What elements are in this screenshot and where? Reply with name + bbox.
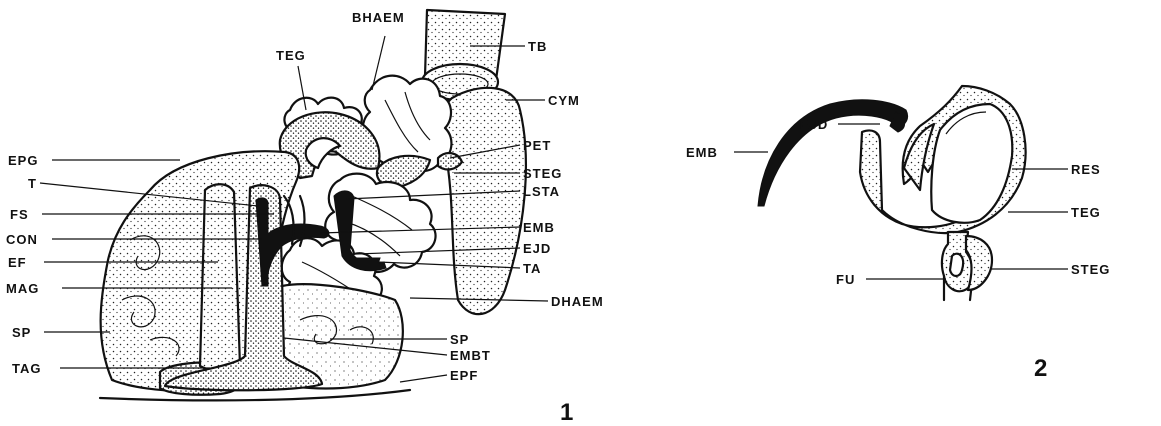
label-fig2-steg: STEG — [1071, 262, 1110, 277]
label-dhaem: DHAEM — [551, 294, 604, 309]
figure-1: TB BHAEM TEG CYM PET EPG STEG T LSTA FS … — [6, 10, 604, 426]
fig2-embolus-shape — [758, 100, 908, 206]
median-stem-shape — [200, 184, 240, 370]
base-line-shape — [100, 390, 410, 400]
label-con: CON — [6, 232, 38, 247]
label-fig2-teg: TEG — [1071, 205, 1101, 220]
label-teg: TEG — [276, 48, 306, 63]
label-emb: EMB — [523, 220, 555, 235]
label-lsta: LSTA — [523, 184, 560, 199]
label-cym: CYM — [548, 93, 580, 108]
figure-1-number: 1 — [560, 399, 573, 426]
label-sp-right: SP — [450, 332, 469, 347]
label-bhaem: BHAEM — [352, 10, 405, 25]
label-ef: EF — [8, 255, 27, 270]
label-fig2-res: RES — [1071, 162, 1101, 177]
label-fig2-ejd: EJD — [800, 117, 828, 132]
label-steg: STEG — [523, 166, 562, 181]
label-tag: TAG — [12, 361, 41, 376]
cymbium-shape — [442, 88, 526, 314]
label-mag: MAG — [6, 281, 39, 296]
label-embt: EMBT — [450, 348, 491, 363]
figure-2-number: 2 — [1034, 355, 1047, 382]
label-pet: PET — [523, 138, 551, 153]
label-fig2-fu: FU — [836, 272, 855, 287]
label-t: T — [28, 176, 37, 191]
label-epg: EPG — [8, 153, 38, 168]
label-sp-left: SP — [12, 325, 31, 340]
label-epf: EPF — [450, 368, 478, 383]
label-fig2-emb: EMB — [686, 145, 718, 160]
label-ta: TA — [523, 261, 541, 276]
figure-2: EMB EJD RES TEG FU STEG 2 — [686, 86, 1110, 382]
label-tb: TB — [528, 39, 547, 54]
label-fs: FS — [10, 207, 29, 222]
label-ejd: EJD — [523, 241, 551, 256]
